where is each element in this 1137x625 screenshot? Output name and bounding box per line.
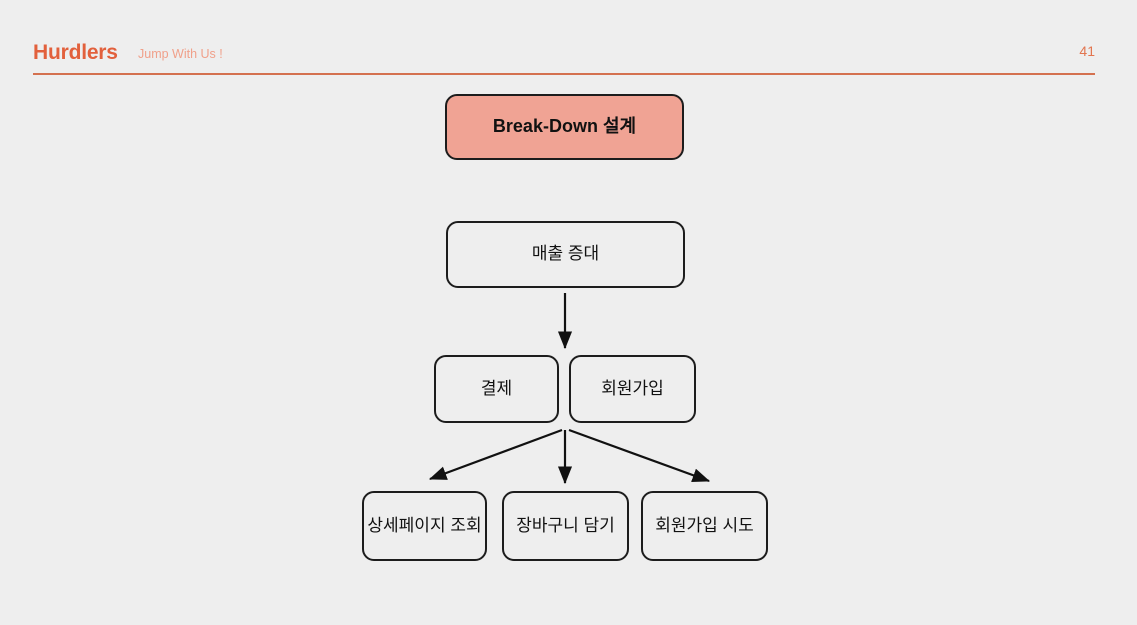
connector-subgoals-to-detail xyxy=(428,428,563,481)
header-divider xyxy=(33,73,1095,75)
node-label: 회원가입 시도 xyxy=(655,515,754,535)
page-number: 41 xyxy=(1079,43,1095,59)
brand-tagline: Jump With Us ! xyxy=(138,47,223,61)
node-label: 장바구니 담기 xyxy=(516,515,615,535)
node-label: Break-Down 설계 xyxy=(492,116,637,137)
connector-subgoals-to-trysignup xyxy=(568,428,711,483)
node-revenue-growth: 매출 증대 xyxy=(446,221,685,288)
node-label: 상세페이지 조회 xyxy=(367,515,482,535)
node-signup-attempt: 회원가입 시도 xyxy=(641,491,768,561)
brand-title: Hurdlers xyxy=(33,41,118,64)
node-label: 회원가입 xyxy=(601,378,664,398)
node-label: 매출 증대 xyxy=(531,244,600,264)
node-add-to-cart: 장바구니 담기 xyxy=(502,491,629,561)
slide-header: Hurdlers Jump With Us ! 41 xyxy=(0,0,1137,78)
node-detail-page-view: 상세페이지 조회 xyxy=(362,491,487,561)
node-signup: 회원가입 xyxy=(569,355,696,423)
node-breakdown-title: Break-Down 설계 xyxy=(445,94,684,160)
node-payment: 결제 xyxy=(434,355,559,423)
node-label: 결제 xyxy=(480,378,513,398)
